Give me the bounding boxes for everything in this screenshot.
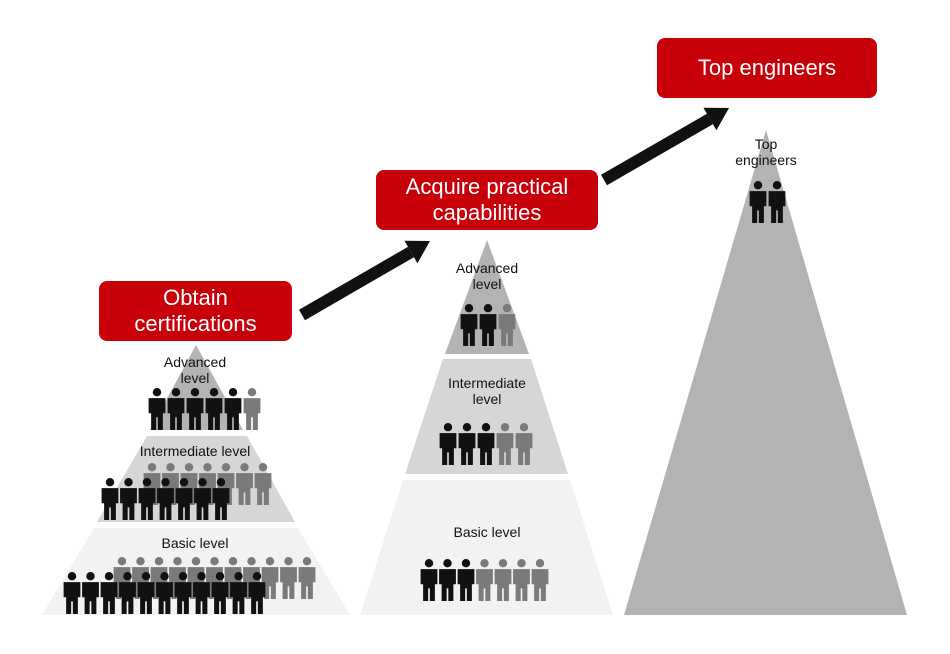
person-icon — [174, 572, 192, 614]
person-icon — [212, 478, 230, 520]
person-icon — [457, 559, 475, 601]
person-icon — [515, 423, 533, 465]
person-icon — [476, 559, 493, 601]
banner-text: Obtain certifications — [134, 285, 257, 336]
person-icon — [157, 478, 174, 520]
person-icon — [479, 304, 497, 346]
person-icon — [531, 559, 549, 601]
label-p2-advanced: Advanced level — [455, 260, 519, 292]
person-icon — [224, 388, 242, 430]
person-icon — [458, 423, 476, 465]
person-icon — [420, 559, 438, 601]
person-icon — [138, 478, 156, 520]
person-icon — [261, 557, 279, 599]
person-icon — [156, 572, 173, 614]
banner-obtain-certifications: Obtain certifications — [99, 281, 292, 341]
person-icon — [63, 572, 81, 614]
person-icon — [101, 478, 119, 520]
label-p2-intermediate: Intermediate level — [448, 375, 526, 407]
person-icon — [230, 572, 247, 614]
person-icon — [100, 572, 118, 614]
tier-shape-s3-t1 — [624, 130, 907, 615]
person-icon — [768, 181, 786, 223]
person-icon — [211, 572, 229, 614]
person-icon — [749, 181, 767, 223]
person-icon — [243, 388, 261, 430]
arrow-icon — [601, 107, 729, 186]
banner-text: Top engineers — [697, 55, 837, 80]
person-icon — [120, 478, 137, 520]
person-icon — [494, 559, 512, 601]
person-icon — [167, 388, 185, 430]
person-icon — [439, 559, 456, 601]
person-icon — [137, 572, 155, 614]
person-icon — [298, 557, 316, 599]
arrow-icon — [298, 240, 430, 321]
person-icon — [193, 572, 210, 614]
person-icon — [148, 388, 166, 430]
person-icon — [439, 423, 457, 465]
label-p1-basic: Basic level — [161, 535, 229, 551]
person-icon — [236, 463, 253, 505]
person-icon — [175, 478, 193, 520]
person-icon — [186, 388, 204, 430]
label-p1-intermediate: Intermediate level — [139, 443, 251, 459]
person-icon — [194, 478, 211, 520]
label-p3-top-engineers: Top engineers — [735, 136, 797, 168]
banner-acquire-practical-capabilities: Acquire practical capabilities — [376, 170, 598, 230]
person-icon — [496, 423, 514, 465]
label-p1-advanced: Advanced level — [163, 354, 227, 386]
person-icon — [498, 304, 516, 346]
person-icon — [513, 559, 530, 601]
person-icon — [254, 463, 272, 505]
person-icon — [248, 572, 266, 614]
banner-text: Acquire practical capabilities — [405, 174, 569, 225]
person-icon — [82, 572, 99, 614]
person-icon — [460, 304, 478, 346]
person-icon — [119, 572, 136, 614]
person-icon — [205, 388, 223, 430]
person-icon — [280, 557, 297, 599]
banner-top-engineers: Top engineers — [657, 38, 877, 98]
person-icon — [477, 423, 495, 465]
label-p2-basic: Basic level — [453, 524, 521, 540]
